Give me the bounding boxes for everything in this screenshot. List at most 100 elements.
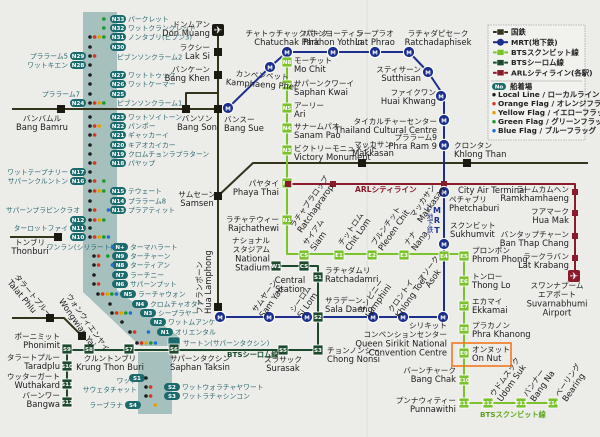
station-marker-ari[interactable]: N5 [281, 102, 293, 114]
station-marker-ratchadamri[interactable]: S1 [312, 271, 324, 283]
station-marker-chong-nonsi[interactable]: S3 [312, 344, 324, 356]
station-marker-si-lom[interactable]: M [300, 310, 314, 324]
station-marker-huai-khwang[interactable]: M [434, 89, 448, 103]
station-marker-wongwian-yai-bts[interactable]: S8 [83, 343, 95, 355]
station-marker-qsncc[interactable]: M [436, 310, 450, 324]
station-marker-chit-lom[interactable]: E1 [333, 249, 345, 261]
station-marker-on-nut[interactable]: E9 [458, 347, 470, 359]
station-marker-hua-lamphong[interactable] [214, 303, 222, 311]
station-marker-thong-lo[interactable]: E6 [458, 275, 470, 287]
station-marker-sutthisan[interactable]: M [421, 65, 435, 79]
station-marker-national-stadium[interactable]: W1 [270, 260, 282, 272]
station-marker-bang-chak[interactable]: E10 [458, 374, 470, 386]
station-marker-sanam-pao[interactable]: N4 [281, 122, 293, 134]
station-marker-wuthakard[interactable]: S11 [61, 378, 73, 390]
station-marker-makkasan[interactable] [441, 181, 447, 187]
station-marker-central-station[interactable]: CS [298, 260, 310, 272]
station-marker-bearing[interactable]: E14 [547, 397, 559, 409]
station-marker-wongwian-yai[interactable] [78, 332, 86, 340]
station-marker-ploen-chit[interactable]: E2 [366, 249, 378, 261]
station-marker-thonburi[interactable] [54, 233, 62, 241]
station-marker-nana[interactable]: E3 [398, 249, 410, 261]
station-marker-phonimit[interactable]: S9 [61, 343, 73, 355]
station-marker-krung-thon-buri[interactable]: S7 [123, 343, 135, 355]
station-marker-phahon-yothin[interactable]: M [326, 45, 340, 59]
station-marker-lat-krabang[interactable] [572, 255, 578, 261]
station-marker-hua-mak[interactable] [572, 210, 578, 216]
station-marker-lak-si[interactable] [214, 48, 222, 56]
pier-nplus[interactable]: N+ターマハラート [110, 243, 178, 252]
station-marker-saphan-taksin[interactable]: S6 [168, 343, 180, 355]
station-marker-khlong-toei[interactable]: M [396, 310, 410, 324]
station-marker-phaya-thai[interactable] [285, 181, 291, 187]
station-marker-suvarnabhumi[interactable]: ✈ [568, 270, 580, 283]
station-marker-bang-na[interactable]: E13 [515, 397, 527, 409]
station-marker-ratchaprarop[interactable] [330, 181, 336, 187]
station-marker-saphan-kwai[interactable]: N7 [281, 79, 293, 91]
station-marker-bang-son[interactable] [182, 105, 190, 113]
station-marker-surasak[interactable]: S5 [277, 344, 289, 356]
station-marker-kamphaeng-phet[interactable]: M [263, 60, 277, 74]
station-marker-sala-daeng[interactable]: S2 [312, 311, 324, 323]
station-marker-siam[interactable]: CS [298, 249, 310, 261]
station-marker-hua-lamphong[interactable]: M [213, 310, 227, 324]
station-marker-asok[interactable]: E4 [438, 250, 450, 262]
station-marker-sam-yan[interactable]: M [262, 310, 276, 324]
station-marker-phetchaburi[interactable]: M [437, 185, 451, 199]
station-marker-talat-phlu[interactable] [46, 314, 54, 322]
station-marker-makkasan-rail[interactable] [358, 159, 366, 167]
station-marker-bang-bamru[interactable] [57, 105, 65, 113]
station-marker-bang-khen[interactable] [214, 71, 222, 79]
station-marker-don-muang[interactable]: ✈ [212, 24, 224, 37]
station-marker-lumphini[interactable]: M [366, 310, 380, 324]
station-marker-bangwa[interactable]: S12 [61, 396, 73, 408]
station-marker-sukhumvit[interactable]: M [437, 237, 451, 251]
station-marker-phra-ram9[interactable]: M [437, 138, 451, 152]
station-marker-phrom-phong[interactable]: E5 [458, 250, 470, 262]
station-marker-punnawithi[interactable]: E11 [458, 397, 470, 409]
station-marker-ramkhamhaeng[interactable] [572, 189, 578, 195]
station-marker-mo-chit[interactable]: N8 [281, 56, 293, 68]
station-marker-taradplu[interactable]: S10 [61, 360, 73, 372]
station-marker-lat-phrao[interactable]: M [368, 45, 382, 59]
station-marker-ban-thap-chang[interactable] [572, 233, 578, 239]
pier-unnumbered[interactable]: ワットサウェタチャット [83, 377, 137, 394]
pier-s1[interactable]: S1 [129, 374, 148, 382]
station-marker-samsen[interactable] [214, 192, 222, 200]
station-marker-ratchathewi[interactable]: N1 [281, 214, 293, 226]
station-marker-ekkamai[interactable]: E7 [458, 300, 470, 312]
station-marker-ratchadaphisek[interactable]: M [402, 45, 416, 59]
